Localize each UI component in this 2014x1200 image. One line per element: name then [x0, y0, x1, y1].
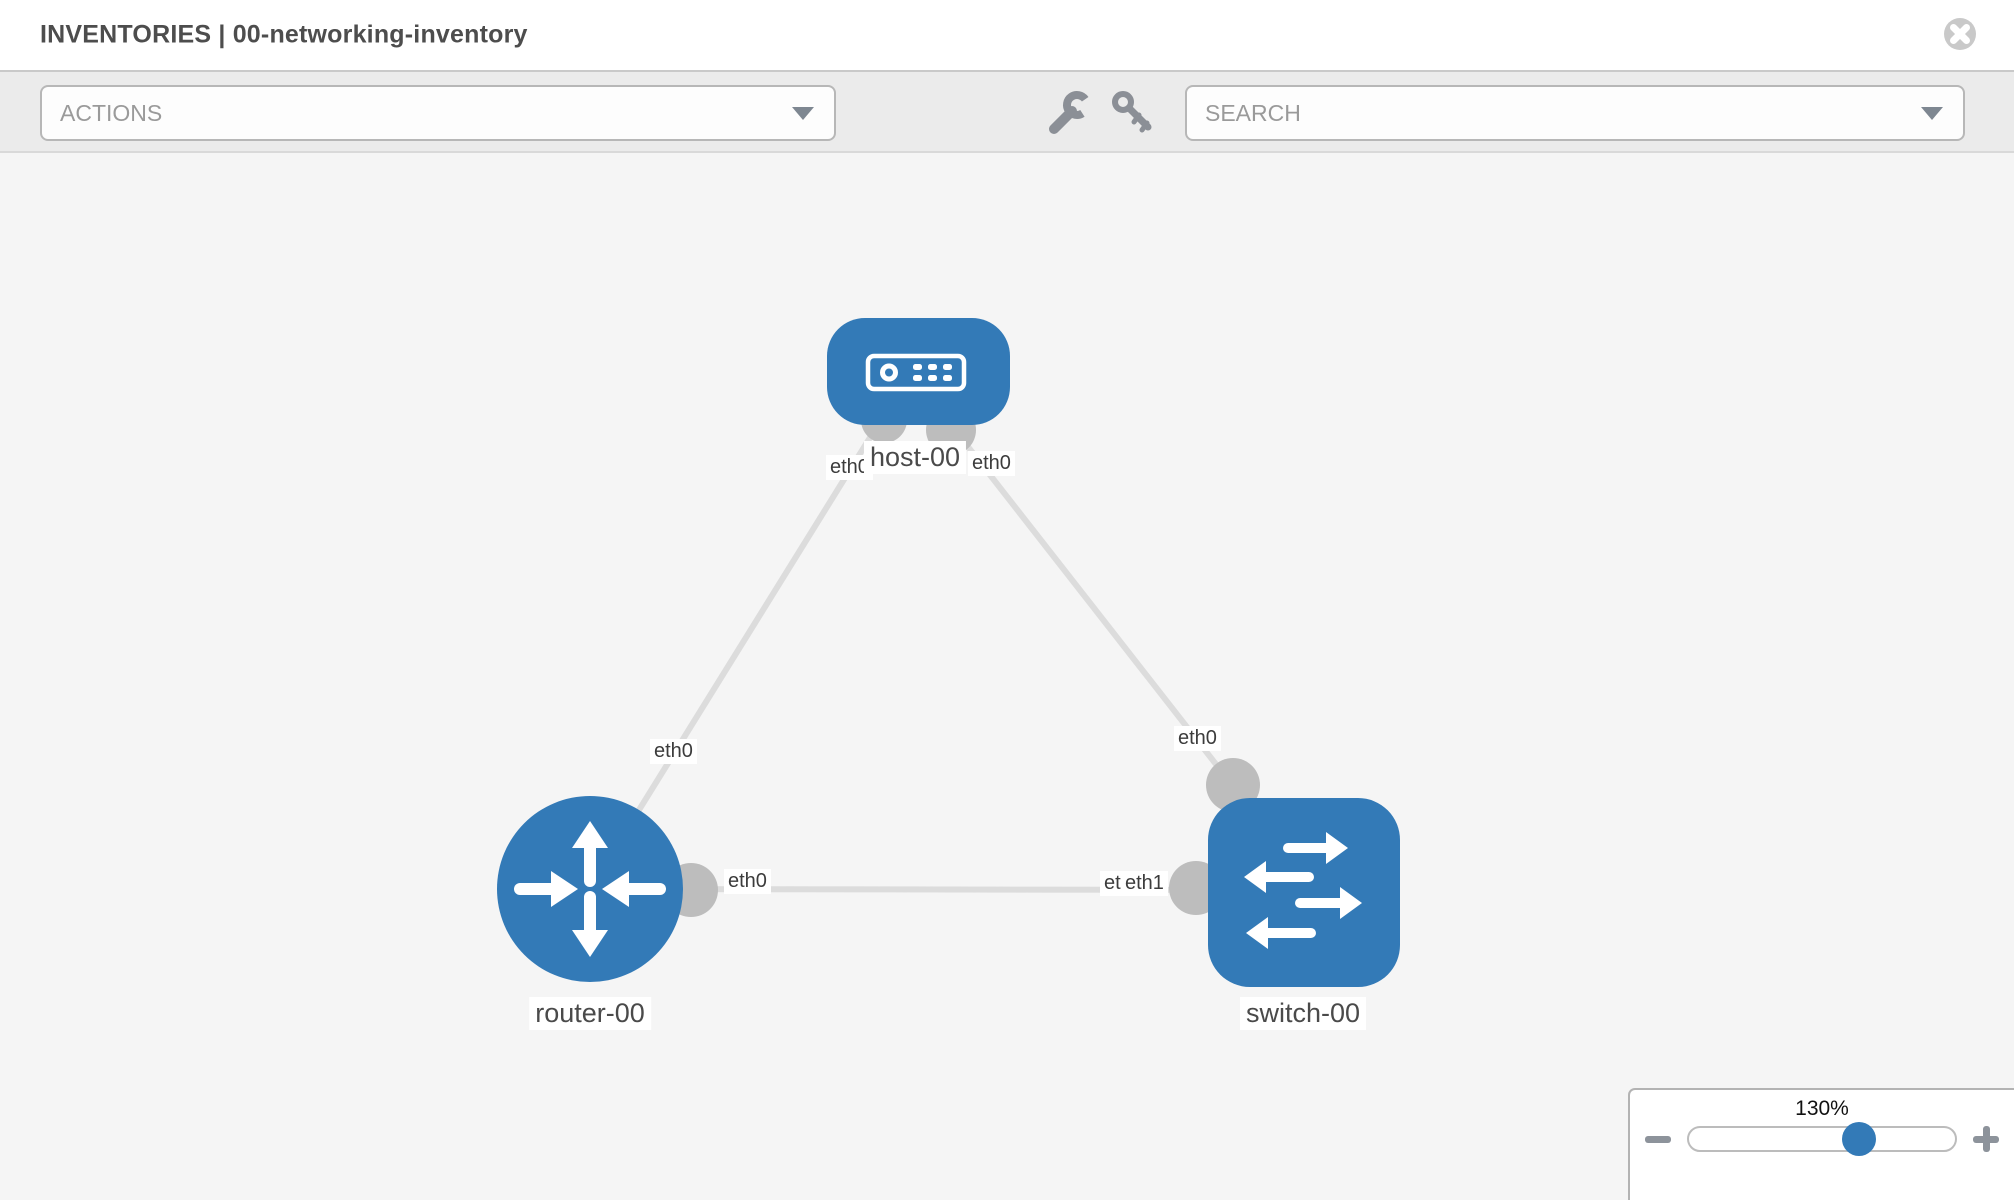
zoom-slider-handle[interactable] [1842, 1122, 1876, 1156]
iface-label-router-top: eth0 [650, 739, 697, 764]
close-icon[interactable] [1943, 17, 1977, 51]
zoom-slider[interactable] [1687, 1122, 1957, 1156]
zoom-level: 130% [1795, 1097, 1849, 1120]
search-dropdown[interactable]: SEARCH [1185, 85, 1965, 141]
topology-graph [497, 318, 1400, 987]
actions-dropdown-label: ACTIONS [60, 99, 163, 126]
node-label-router-00: router-00 [529, 997, 651, 1030]
chevron-down-icon [1921, 107, 1943, 120]
breadcrumb-header: INVENTORIES | 00-networking-inventory [0, 0, 2014, 70]
iface-label-switch-left: eth1 [1121, 871, 1168, 896]
iface-label-switch-top: eth0 [1174, 726, 1221, 751]
topology-toolbar: ACTIONS SEARCH [0, 70, 2014, 153]
node-host-00[interactable] [827, 318, 1010, 425]
zoom-control-panel: 130% [1628, 1088, 2014, 1200]
page-title: INVENTORIES | 00-networking-inventory [40, 20, 528, 49]
minus-icon[interactable] [1645, 1135, 1671, 1143]
wrench-icon[interactable] [1040, 85, 1096, 141]
iface-label-router-right: eth0 [724, 869, 771, 894]
plus-icon[interactable] [1973, 1126, 1999, 1152]
key-icon[interactable] [1103, 85, 1159, 141]
actions-dropdown[interactable]: ACTIONS [40, 85, 836, 141]
node-label-switch-00: switch-00 [1239, 997, 1367, 1030]
iface-label-host-right: eth0 [968, 451, 1015, 476]
node-switch-00[interactable] [1208, 798, 1400, 987]
chevron-down-icon [792, 107, 814, 120]
node-label-host-00: host-00 [863, 441, 967, 474]
topology-canvas[interactable]: host-00 router-00 switch-00 eth0 eth0 et… [0, 153, 2014, 1200]
search-dropdown-label: SEARCH [1205, 99, 1301, 126]
node-router-00[interactable] [497, 796, 683, 982]
